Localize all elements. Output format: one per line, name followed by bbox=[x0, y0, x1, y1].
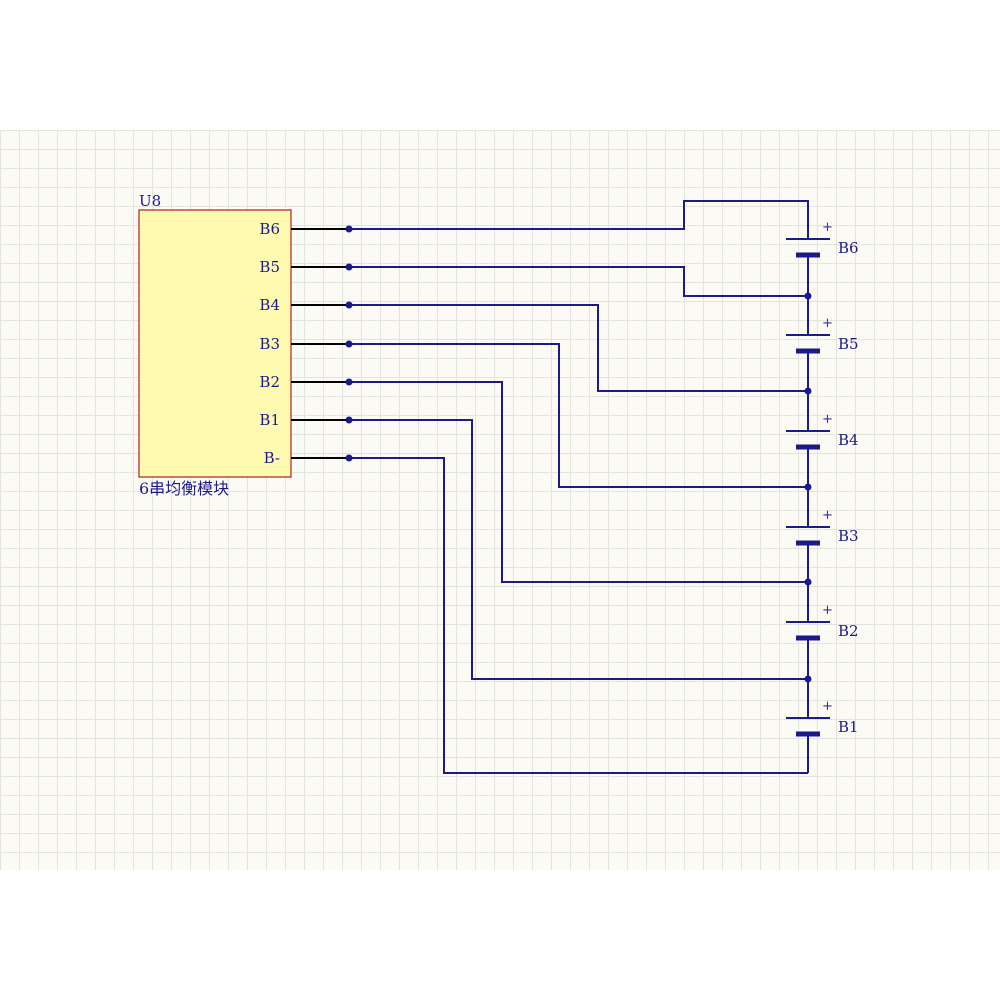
battery-b6[interactable]: + B6 bbox=[786, 201, 859, 296]
component-comment: 6串均衡模块 bbox=[139, 479, 229, 498]
junction-dot bbox=[345, 378, 353, 386]
battery-plus-sign: + bbox=[822, 508, 833, 523]
wire-b-minus bbox=[349, 457, 808, 774]
junction-dot bbox=[804, 578, 812, 586]
battery-b5[interactable]: + B5 bbox=[786, 296, 859, 391]
junction-dot bbox=[345, 416, 353, 424]
junction-dot bbox=[804, 292, 812, 300]
wire-b3 bbox=[349, 343, 808, 488]
junction-dot bbox=[345, 225, 353, 233]
battery-label: B4 bbox=[838, 431, 859, 449]
battery-label: B6 bbox=[838, 239, 859, 257]
battery-plus-sign: + bbox=[822, 699, 833, 714]
battery-plus-sign: + bbox=[822, 603, 833, 618]
battery-label: B2 bbox=[838, 622, 859, 640]
battery-b1[interactable]: + B1 bbox=[786, 679, 859, 773]
battery-plus-sign: + bbox=[822, 316, 833, 331]
pin-label-2: B5 bbox=[259, 258, 280, 276]
pin-label-4: B3 bbox=[259, 335, 280, 353]
junction-dot bbox=[345, 454, 353, 462]
pin-label-7: B- bbox=[264, 449, 280, 467]
junction-dot bbox=[345, 340, 353, 348]
wires bbox=[349, 200, 809, 774]
battery-b3[interactable]: + B3 bbox=[786, 487, 859, 582]
battery-label: B3 bbox=[838, 527, 859, 545]
battery-b2[interactable]: + B2 bbox=[786, 582, 859, 679]
junctions bbox=[345, 225, 812, 683]
wire-b5 bbox=[349, 266, 808, 297]
pin-label-5: B2 bbox=[259, 373, 280, 391]
wire-b6 bbox=[349, 200, 809, 239]
battery-b4[interactable]: + B4 bbox=[786, 391, 859, 487]
battery-label: B5 bbox=[838, 335, 859, 353]
junction-dot bbox=[804, 483, 812, 491]
junction-dot bbox=[345, 263, 353, 271]
junction-dot bbox=[345, 301, 353, 309]
pin-label-1: B6 bbox=[259, 220, 280, 238]
wire-b2 bbox=[349, 381, 808, 583]
wire-b1 bbox=[349, 419, 808, 680]
component-designator: U8 bbox=[139, 192, 161, 210]
battery-label: B1 bbox=[838, 718, 859, 736]
component-u8-body[interactable] bbox=[138, 209, 292, 478]
junction-dot bbox=[804, 675, 812, 683]
battery-plus-sign: + bbox=[822, 412, 833, 427]
junction-dot bbox=[804, 387, 812, 395]
battery-plus-sign: + bbox=[822, 220, 833, 235]
wire-b4 bbox=[349, 304, 808, 392]
pin-label-6: B1 bbox=[259, 411, 280, 429]
pin-label-3: B4 bbox=[259, 296, 280, 314]
